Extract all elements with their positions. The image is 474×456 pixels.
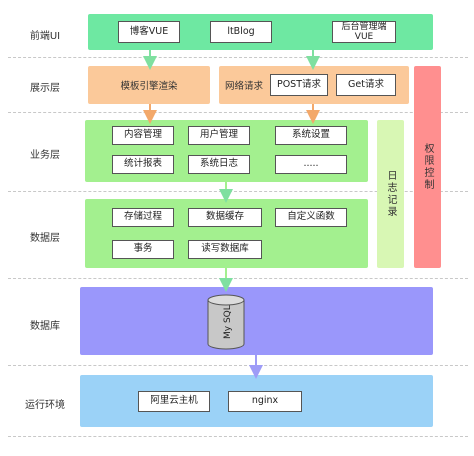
system-settings-box: 系统设置 (275, 126, 347, 145)
get-request-box: Get请求 (336, 74, 396, 96)
custom-function-box: 自定义函数 (275, 208, 347, 227)
admin-vue-box: 后台管理端VUE (332, 21, 396, 43)
layer-divider (8, 191, 468, 192)
mysql-cylinder-icon: My SQL (207, 294, 245, 350)
stored-procedure-box: 存储过程 (112, 208, 174, 227)
layer-label-runtime: 运行环境 (25, 400, 65, 411)
more-box: ..... (275, 155, 347, 174)
template-render-panel (88, 66, 210, 104)
layer-divider (8, 278, 468, 279)
content-management-box: 内容管理 (112, 126, 174, 145)
layer-divider (8, 436, 468, 437)
template-render-label: 模板引擎渲染 (120, 81, 178, 92)
mysql-label: My SQL (223, 305, 233, 339)
log-record-label: 日志记录 (385, 170, 396, 218)
statistics-report-box: 统计报表 (112, 155, 174, 174)
layer-label-database: 数据库 (30, 321, 60, 332)
database-layer-panel (80, 287, 433, 355)
layer-label-ui: 前端UI (29, 31, 61, 42)
nginx-box: nginx (228, 391, 302, 412)
layer-divider (8, 365, 468, 366)
network-request-label: 网络请求 (224, 81, 263, 92)
log-record-panel (377, 120, 404, 268)
transaction-box: 事务 (112, 240, 174, 259)
layer-label-business: 业务层 (30, 150, 60, 161)
layer-label-presentation: 展示层 (30, 83, 60, 94)
blog-vue-box: 博客VUE (118, 21, 180, 43)
post-request-box: POST请求 (270, 74, 328, 96)
user-management-box: 用户管理 (188, 126, 250, 145)
permission-control-panel (414, 66, 441, 268)
layer-divider (8, 112, 468, 113)
read-write-db-box: 读写数据库 (188, 240, 262, 259)
layer-divider (8, 57, 468, 58)
permission-control-label: 权限控制 (422, 143, 433, 191)
ltblog-box: ltBlog (210, 21, 272, 43)
layer-label-data: 数据层 (30, 233, 60, 244)
system-log-box: 系统日志 (188, 155, 250, 174)
data-cache-box: 数据缓存 (188, 208, 262, 227)
aliyun-host-box: 阿里云主机 (138, 391, 210, 412)
